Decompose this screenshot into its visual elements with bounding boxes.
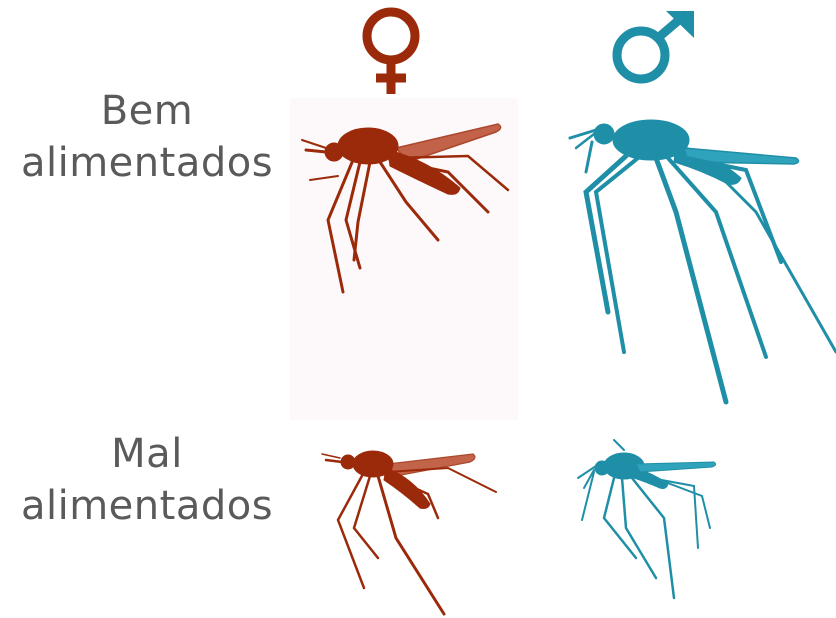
- well-fed-label: Bem alimentados: [2, 85, 292, 189]
- poor-fed-label-line1: Mal: [2, 428, 292, 480]
- poor-fed-label-line2: alimentados: [2, 480, 292, 532]
- poor-fed-female-mosquito-icon: [318, 438, 503, 618]
- well-fed-female-mosquito-icon: [298, 110, 513, 300]
- poor-fed-label: Mal alimentados: [2, 428, 292, 532]
- poor-fed-male-mosquito-icon: [574, 438, 734, 608]
- female-symbol-icon: [356, 4, 426, 96]
- well-fed-male-mosquito-icon: [556, 112, 836, 412]
- male-symbol-icon: [604, 8, 699, 88]
- well-fed-label-line1: Bem: [2, 85, 292, 137]
- well-fed-label-line2: alimentados: [2, 137, 292, 189]
